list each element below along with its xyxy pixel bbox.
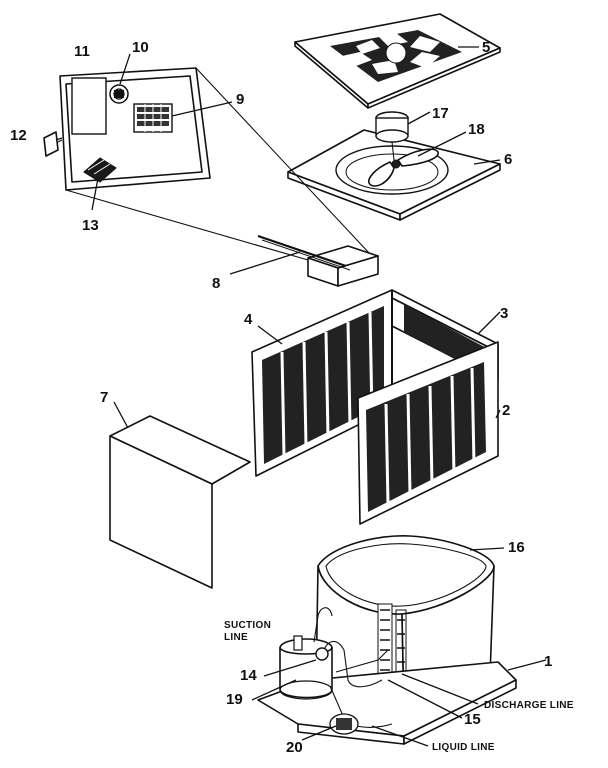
callout-14: 14 [240, 667, 257, 684]
side-plug [43, 131, 63, 157]
top-grille [294, 13, 501, 109]
callout-12: 12 [10, 127, 27, 144]
line-labels: SUCTION LINE DISCHARGE LINE LIQUID LINE [224, 620, 574, 753]
callout-19: 19 [226, 691, 243, 708]
callout-2: 2 [502, 402, 510, 419]
refrigerant-lines [313, 607, 393, 735]
compressor [279, 635, 333, 700]
callout-7: 7 [100, 389, 108, 406]
callout-6: 6 [504, 151, 512, 168]
suction-line-label-2: LINE [224, 632, 248, 643]
contactor-panel [71, 77, 107, 135]
callout-8: 8 [212, 275, 220, 292]
projection-lines [65, 67, 371, 261]
liquid-line-label: LIQUID LINE [432, 742, 495, 753]
callout-3: 3 [500, 305, 508, 322]
grille-slots [342, 33, 440, 74]
callout-16: 16 [508, 539, 525, 556]
callout-15: 15 [464, 711, 481, 728]
callout-numbers: 1 2 3 4 5 6 7 8 9 10 11 12 13 14 15 16 1… [10, 39, 552, 756]
callout-11: 11 [74, 43, 90, 60]
fan-blade [368, 148, 439, 187]
front-panel-ribs [384, 367, 476, 505]
fan-motor [375, 111, 409, 161]
callout-18: 18 [468, 121, 485, 138]
callout-13: 13 [82, 217, 99, 234]
callout-10: 10 [132, 39, 149, 56]
suction-line-label-1: SUCTION [224, 620, 271, 631]
capacitor [83, 157, 117, 183]
discharge-line-label: DISCHARGE LINE [484, 700, 574, 711]
callout-4: 4 [244, 311, 253, 328]
callout-9: 9 [236, 91, 244, 108]
terminal-block [133, 103, 173, 133]
callout-20: 20 [286, 739, 303, 756]
front-coil-panel [357, 341, 499, 525]
relay [109, 84, 129, 104]
leader-lines [55, 46, 547, 747]
corner-cover-panel [109, 415, 251, 589]
coil-assembly [315, 534, 495, 717]
callout-17: 17 [432, 105, 449, 122]
fan-mount-panel [287, 129, 501, 221]
control-box [59, 67, 211, 191]
callout-1: 1 [544, 653, 552, 670]
callout-5: 5 [482, 39, 490, 56]
control-cover [257, 234, 379, 287]
